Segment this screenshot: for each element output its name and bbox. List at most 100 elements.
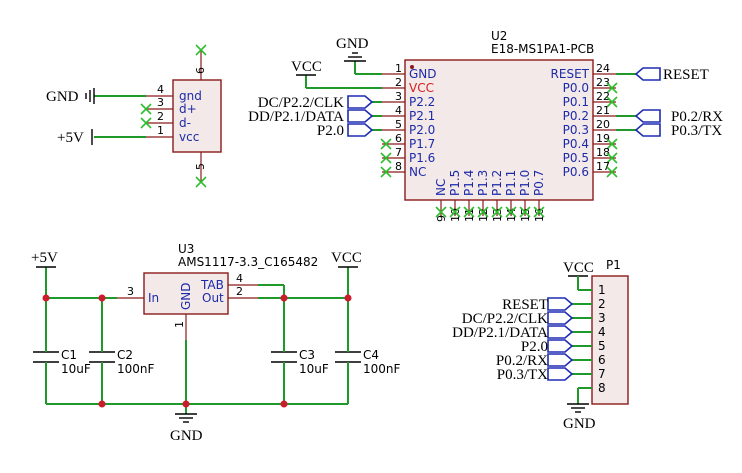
u2-gnd-symbol: GND xyxy=(336,36,382,75)
p1-port-label: DC/P2.2/CLK xyxy=(462,311,548,327)
u2-pin-num-24: 24 xyxy=(596,62,610,75)
no-connect-marker xyxy=(533,206,545,218)
u3-pin-num-3: 3 xyxy=(127,285,134,298)
u2-pin-name-16: P0.7 xyxy=(532,170,546,196)
u3-pin-num-2: 2 xyxy=(236,285,243,298)
u2-pin-name-10: P1.5 xyxy=(448,170,462,196)
u2-pin-num-20: 20 xyxy=(596,118,610,131)
reg-vcc-label: VCC xyxy=(331,250,362,266)
u2-pin-name-15: P1.0 xyxy=(518,170,532,196)
p1-pin-num-1: 1 xyxy=(598,283,606,297)
no-connect-marker xyxy=(505,206,517,218)
no-connect-marker xyxy=(380,152,392,164)
u2-pin-name-11: P1.4 xyxy=(462,170,476,196)
no-connect-marker xyxy=(491,206,503,218)
u2-pin-name-17: P0.6 xyxy=(563,165,589,179)
usb-pin-num-2: 2 xyxy=(157,110,164,123)
usb-pin-num-3: 3 xyxy=(157,96,164,109)
u3-pin-gnd: GND xyxy=(179,282,193,310)
u2-pin-num-3: 3 xyxy=(395,90,402,103)
usb-pin-name-gnd: gnd xyxy=(179,89,202,103)
u2-pin-name-14: P1.1 xyxy=(504,170,518,196)
junction-dots xyxy=(42,294,352,408)
p1-vcc-label: VCC xyxy=(563,260,594,276)
u2-pin-name-20: P0.3 xyxy=(563,123,589,137)
no-connect-marker xyxy=(477,206,489,218)
u2-pin-num-13: 13 xyxy=(491,208,504,222)
u2-pin-num-18: 18 xyxy=(596,146,610,159)
p1-pin-num-5: 5 xyxy=(598,339,606,353)
port-label-dc-p2-2-clk: DC/P2.2/CLK xyxy=(258,95,344,111)
u2-pin-name-6: P1.7 xyxy=(409,137,435,151)
u2-pin-num-6: 6 xyxy=(395,132,402,145)
u3-value: AMS1117-3.3_C165482 xyxy=(178,255,318,269)
no-connect-marker xyxy=(140,44,207,188)
p1-pin-num-4: 4 xyxy=(598,325,606,339)
p1-port-shape xyxy=(547,339,574,353)
no-connect-marker xyxy=(606,166,618,178)
u2-pin-num-14: 14 xyxy=(505,208,518,222)
u2-pin-num-11: 11 xyxy=(463,208,476,222)
u2-vcc-label: VCC xyxy=(291,59,322,75)
p1-vcc-symbol: VCC xyxy=(563,260,594,291)
u2-pin-name-19: P0.4 xyxy=(563,137,589,151)
u2-left-ports: DC/P2.2/CLK DD/P2.1/DATA P2.0 xyxy=(248,95,382,139)
u2-pin-name-13: P1.2 xyxy=(490,170,504,196)
u2-pin-num-1: 1 xyxy=(395,62,402,75)
u2-pin-num-8: 8 xyxy=(395,160,402,173)
usb-pin-num-1: 1 xyxy=(157,124,164,137)
p1-port-shape xyxy=(547,311,574,325)
p1-port-label: DD/P2.1/DATA xyxy=(452,325,548,341)
c2-value: 100nF xyxy=(117,362,155,376)
u2-pin-num-2: 2 xyxy=(395,76,402,89)
p1-port-label: P0.2/RX xyxy=(496,353,548,369)
usb-5v-symbol: +5V xyxy=(57,129,146,146)
no-connect-marker xyxy=(449,206,461,218)
p1-port-shape xyxy=(547,325,574,339)
p1-pin-num-2: 2 xyxy=(598,297,606,311)
u2-pin-name-4: P2.1 xyxy=(409,109,435,123)
u2-pin-num-22: 22 xyxy=(596,90,610,103)
u2-pin-num-7: 7 xyxy=(395,146,402,159)
u2-value: E18-MS1PA1-PCB xyxy=(491,42,594,56)
u2-pin-num-9: 9 xyxy=(435,215,448,222)
reg-vcc-symbol: VCC xyxy=(331,250,362,268)
u3-pin-tab: TAB xyxy=(200,278,224,292)
u2-pin-name-18: P0.5 xyxy=(563,151,589,165)
u2-pin-name-24: RESET xyxy=(551,67,590,81)
capacitor-c2: C2 100nF xyxy=(89,348,155,376)
p1-ref: P1 xyxy=(606,258,621,272)
u2-pin-name-3: P2.2 xyxy=(409,95,435,109)
no-connect-marker xyxy=(380,166,392,178)
u3-pin-in: In xyxy=(148,291,159,305)
p1-pin-num-7: 7 xyxy=(598,367,606,381)
u2-pin-num-5: 5 xyxy=(395,118,402,131)
u2-pin-num-23: 23 xyxy=(596,76,610,89)
u2-pin-num-12: 12 xyxy=(477,208,490,222)
usb-pin-num-4: 4 xyxy=(157,83,164,96)
u2-pin-name-9: NC xyxy=(434,179,448,196)
u2-right-ports: RESET P0.2/RX P0.3/TX xyxy=(616,67,723,139)
usb-connector: gnd d+ d- vcc 4 3 2 1 6 5 xyxy=(140,44,222,188)
u2-vcc-symbol: VCC xyxy=(291,59,382,89)
port-label-reset: RESET xyxy=(663,67,709,83)
u2-pin-num-21: 21 xyxy=(596,104,610,117)
p1-pin-num-6: 6 xyxy=(598,353,606,367)
port-label-p2-0: P2.0 xyxy=(317,123,344,139)
port-label-p0-3-tx: P0.3/TX xyxy=(671,123,722,139)
capacitor-c1: C1 10uF xyxy=(33,348,91,376)
capacitor-c4: C4 100nF xyxy=(335,348,401,376)
reg-gnd-label: GND xyxy=(170,428,203,444)
no-connect-marker xyxy=(435,206,447,218)
u2-pin-name-12: P1.3 xyxy=(476,170,490,196)
usb-pin-num-6: 6 xyxy=(194,67,207,74)
usb-pin-name-dminus: d- xyxy=(179,116,191,130)
p1-port-shape xyxy=(547,297,574,311)
p1-port-label: RESET xyxy=(502,297,548,313)
no-connect-marker xyxy=(463,206,475,218)
u2-pin-name-21: P0.2 xyxy=(563,109,589,123)
usb-gnd-label: GND xyxy=(46,89,79,105)
